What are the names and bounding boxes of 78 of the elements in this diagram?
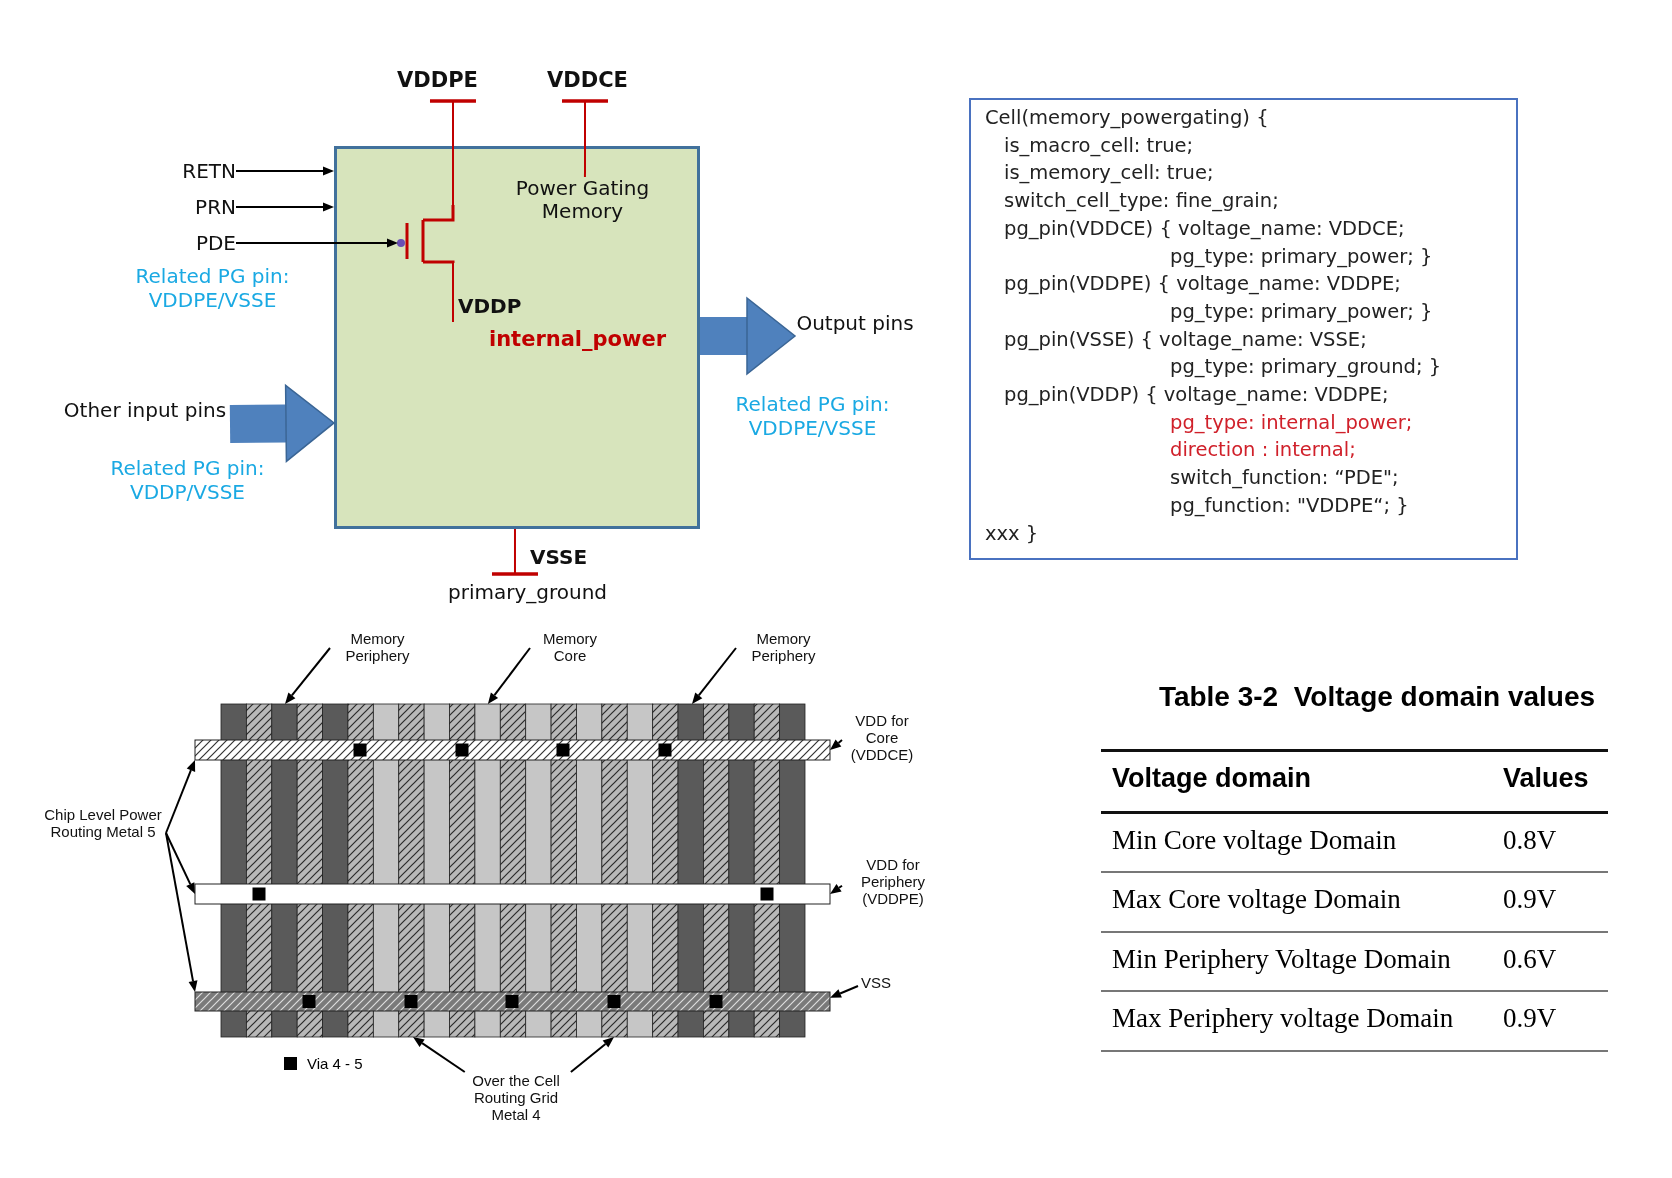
power-line [452, 262, 454, 323]
leader-arrow [165, 832, 195, 894]
callout-label: Over the Cell Routing Grid Metal 4 [455, 1072, 577, 1126]
power-pin-line [428, 99, 478, 206]
rail-label: VSS [858, 974, 894, 994]
pin-label: Output pins [795, 311, 915, 361]
pin-note: primary_ground [446, 579, 608, 605]
transistor-symbol [398, 205, 456, 263]
rail-label: VDD for Core (VDDCE) [842, 712, 922, 766]
block-title: Power Gating Memory [500, 177, 665, 229]
code-line: is_macro_cell: true; [1004, 132, 1194, 159]
table-cell: Max Core voltage Domain [1112, 884, 1401, 915]
code-line: pg_type: primary_power; } [1170, 298, 1433, 325]
leader-arrow [165, 760, 196, 834]
arrow [487, 647, 531, 704]
code-line: pg_pin(VDDP) { voltage_name: VDDPE; [1004, 382, 1389, 408]
memory-block [334, 146, 700, 529]
code-line: pg_function: "VDDPE“; } [1170, 492, 1409, 519]
code-line: pg_pin(VSSE) { voltage_name: VSSE; [1004, 326, 1367, 353]
related-pin-note: Related PG pin: VDDPE/VSSE [734, 392, 891, 440]
arrow [692, 647, 737, 704]
table-cell: Min Core voltage Domain [1112, 825, 1397, 856]
power-pin-label: VSSE [492, 540, 602, 574]
power-pin-label: VDDPE [390, 66, 485, 101]
block-arrow [700, 297, 796, 375]
code-line: pg_type: primary_power; } [1170, 243, 1433, 270]
code-line: pg_type: primary_ground; } [1170, 354, 1442, 381]
leader-arrow [165, 832, 198, 992]
table-cell: 0.9V [1503, 1003, 1557, 1034]
pin-label: Other input pins [60, 398, 230, 450]
power-pin-label: VDDCE [540, 66, 635, 101]
pin-label: PDE [140, 230, 236, 256]
code-line: xxx } [985, 520, 1039, 547]
table-header: Values [1503, 763, 1589, 794]
code-line: pg_pin(VDDPE) { voltage_name: VDDPE; [1004, 271, 1401, 298]
table-cell: 0.8V [1503, 825, 1557, 856]
table-title: Table 3-2 Voltage domain values [1157, 680, 1597, 714]
code-line: is_memory_cell: true; [1004, 160, 1214, 187]
leader-arrow [830, 985, 859, 998]
power-rail [195, 992, 830, 1011]
code-line: switch_cell_type: fine_grain; [1004, 188, 1279, 215]
rail-label: VDD for Periphery (VDDPE) [842, 856, 944, 910]
arrow [569, 1037, 615, 1073]
arrow [235, 238, 398, 248]
table-cell: 0.6V [1503, 944, 1557, 975]
table-cell: Max Periphery voltage Domain [1112, 1003, 1454, 1034]
power-net-label: VDDP [453, 290, 523, 322]
leader-arrow [830, 884, 843, 894]
code-line: pg_pin(VDDCE) { voltage_name: VDDCE; [1004, 215, 1405, 242]
leader-arrow [830, 739, 843, 750]
arrow [235, 166, 334, 176]
code-panel [969, 98, 1518, 560]
power-pin-line [560, 99, 610, 178]
region-label: Memory Periphery [736, 630, 831, 670]
code-line: Cell(memory_powergating) { [985, 105, 1269, 131]
power-rail [195, 884, 830, 904]
table-cell: Min Periphery Voltage Domain [1112, 944, 1451, 975]
pin-label: RETN [140, 158, 236, 184]
callout-label: Chip Level Power Routing Metal 5 [40, 806, 166, 860]
power-rail [195, 740, 830, 760]
block-arrow [229, 384, 335, 463]
related-pin-note: Related PG pin: VDDPE/VSSE [134, 264, 291, 312]
code-line: direction : internal; [1170, 437, 1356, 464]
table-header: Voltage domain [1112, 763, 1312, 794]
arrow [413, 1037, 466, 1073]
arrow [235, 202, 334, 212]
arrow [285, 647, 331, 704]
pin-note: internal_power [487, 326, 668, 352]
legend-label: Via 4 - 5 [307, 1054, 363, 1073]
power-pin-line [490, 528, 540, 576]
metal-grid-drawing [221, 704, 805, 1037]
code-line: pg_type: internal_power; [1170, 409, 1413, 436]
region-label: Memory Core [530, 630, 610, 670]
table-cell: 0.9V [1503, 884, 1557, 915]
related-pin-note: Related PG pin: VDDP/VSSE [109, 456, 266, 504]
pin-label: PRN [140, 194, 236, 220]
code-line: switch_function: “PDE"; [1170, 465, 1399, 492]
region-label: Memory Periphery [330, 630, 425, 670]
